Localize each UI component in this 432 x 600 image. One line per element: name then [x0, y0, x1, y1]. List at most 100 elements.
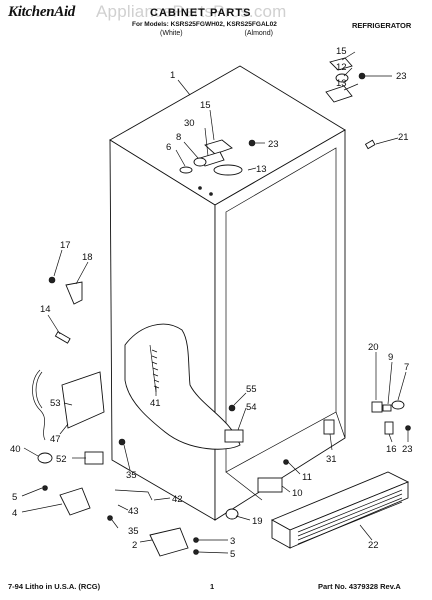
- screw-23: [248, 139, 256, 147]
- callout-4: 4: [12, 508, 17, 519]
- spring-41: [149, 344, 157, 393]
- section-label: REFRIGERATOR: [352, 21, 412, 30]
- hinge-15: [204, 139, 233, 155]
- side-cutout: [124, 323, 241, 450]
- brand-logo: KitchenAid: [8, 4, 76, 20]
- clip-14: [54, 331, 71, 344]
- callout-22: 22: [368, 540, 379, 551]
- leader-10: [281, 485, 291, 493]
- clip-9: [382, 404, 392, 412]
- leader-47: [59, 423, 69, 435]
- callout-6: 6: [166, 142, 171, 153]
- callout-16: 16: [386, 444, 397, 455]
- panel-47: [61, 371, 105, 429]
- hinge-13b: [325, 85, 353, 103]
- callout-11: 11: [302, 472, 312, 483]
- clip-21: [364, 139, 376, 150]
- callout-17: 17: [60, 240, 71, 251]
- screw-35: [118, 438, 126, 446]
- top-hinge-parts: [179, 139, 256, 196]
- screw-55: [228, 404, 236, 412]
- callout-9: 9: [388, 352, 393, 363]
- screw-23c: [405, 425, 411, 431]
- screw-5b: [193, 549, 199, 555]
- callout-53: 53: [50, 398, 61, 409]
- callout-30: 30: [184, 118, 195, 129]
- rod-43: [114, 489, 153, 501]
- leader-5b: [197, 551, 229, 554]
- leader-8: [183, 141, 199, 159]
- callout-3: 3: [230, 536, 235, 547]
- leader-31: [329, 433, 333, 451]
- spring-coils: [151, 349, 160, 389]
- leader-14: [47, 314, 61, 335]
- bracket-10: [257, 477, 283, 493]
- callout-labels: 1 15 12 13 23 15 30 8 6 23 13 21 17 18 1…: [10, 46, 413, 560]
- callout-1: 1: [170, 70, 175, 81]
- leader-2: [139, 539, 153, 543]
- cabinet-shell: [109, 65, 346, 521]
- leader-4: [21, 503, 63, 513]
- callout-35b: 35: [128, 526, 139, 537]
- screw-23b: [358, 72, 366, 80]
- screw-5: [42, 485, 48, 491]
- leader-40: [23, 447, 39, 457]
- bracket-18: [65, 281, 83, 305]
- callout-10: 10: [292, 488, 303, 499]
- clip-19: [225, 508, 239, 520]
- shim-8: [193, 157, 207, 167]
- callout-21: 21: [398, 132, 409, 143]
- leader-13b: [343, 83, 359, 91]
- leader-21: [375, 137, 399, 145]
- callout-41: 41: [150, 398, 161, 409]
- leader-30: [204, 127, 209, 157]
- leader-5: [21, 487, 43, 497]
- bracket-20: [371, 401, 383, 413]
- plug-6: [179, 166, 193, 174]
- leader-6: [175, 149, 186, 167]
- callout-40: 40: [10, 444, 21, 455]
- hole-2: [209, 192, 213, 196]
- left-side-parts: [32, 276, 199, 557]
- callout-7: 7: [404, 362, 409, 373]
- model-numbers: For Models: KSRS25FGWH02, KSRS25FGAL02: [132, 21, 277, 28]
- right-bottom-parts: [224, 400, 411, 549]
- bracket-31: [323, 419, 335, 435]
- hinge-15b: [329, 57, 353, 71]
- color-white: (White): [160, 30, 183, 37]
- leader-22: [359, 524, 373, 541]
- leader-35b: [111, 519, 119, 529]
- leader-18: [75, 261, 89, 285]
- footer-litho: 7-94 Litho in U.S.A. (RCG): [8, 582, 101, 591]
- leader-15: [209, 109, 215, 141]
- page-title: CABINET PARTS: [150, 7, 252, 19]
- leader-12: [343, 67, 353, 77]
- screw-3: [193, 537, 199, 543]
- bracket-52: [84, 451, 104, 465]
- leader-1: [177, 79, 191, 96]
- screw-11: [283, 459, 289, 465]
- callout-20: 20: [368, 342, 379, 353]
- callout-5b: 5: [230, 549, 235, 560]
- callout-15b: 15: [336, 46, 347, 57]
- roller-40: [37, 452, 53, 464]
- footer-page-number: 1: [210, 582, 215, 591]
- callout-19: 19: [252, 516, 263, 527]
- spacer-16: [384, 421, 394, 435]
- callout-18: 18: [82, 252, 93, 263]
- callout-2: 2: [132, 540, 137, 551]
- callout-5: 5: [12, 492, 17, 503]
- leader-13: [247, 167, 257, 171]
- callout-8: 8: [176, 132, 181, 143]
- callout-23b: 23: [396, 71, 407, 82]
- hole-1: [198, 186, 202, 190]
- wire-coil: [35, 371, 43, 409]
- wire-53: [32, 369, 46, 441]
- leader-16: [388, 433, 393, 443]
- leader-42: [153, 497, 171, 501]
- leader-54: [237, 407, 247, 431]
- washer-7: [391, 400, 405, 410]
- callout-23: 23: [268, 139, 279, 150]
